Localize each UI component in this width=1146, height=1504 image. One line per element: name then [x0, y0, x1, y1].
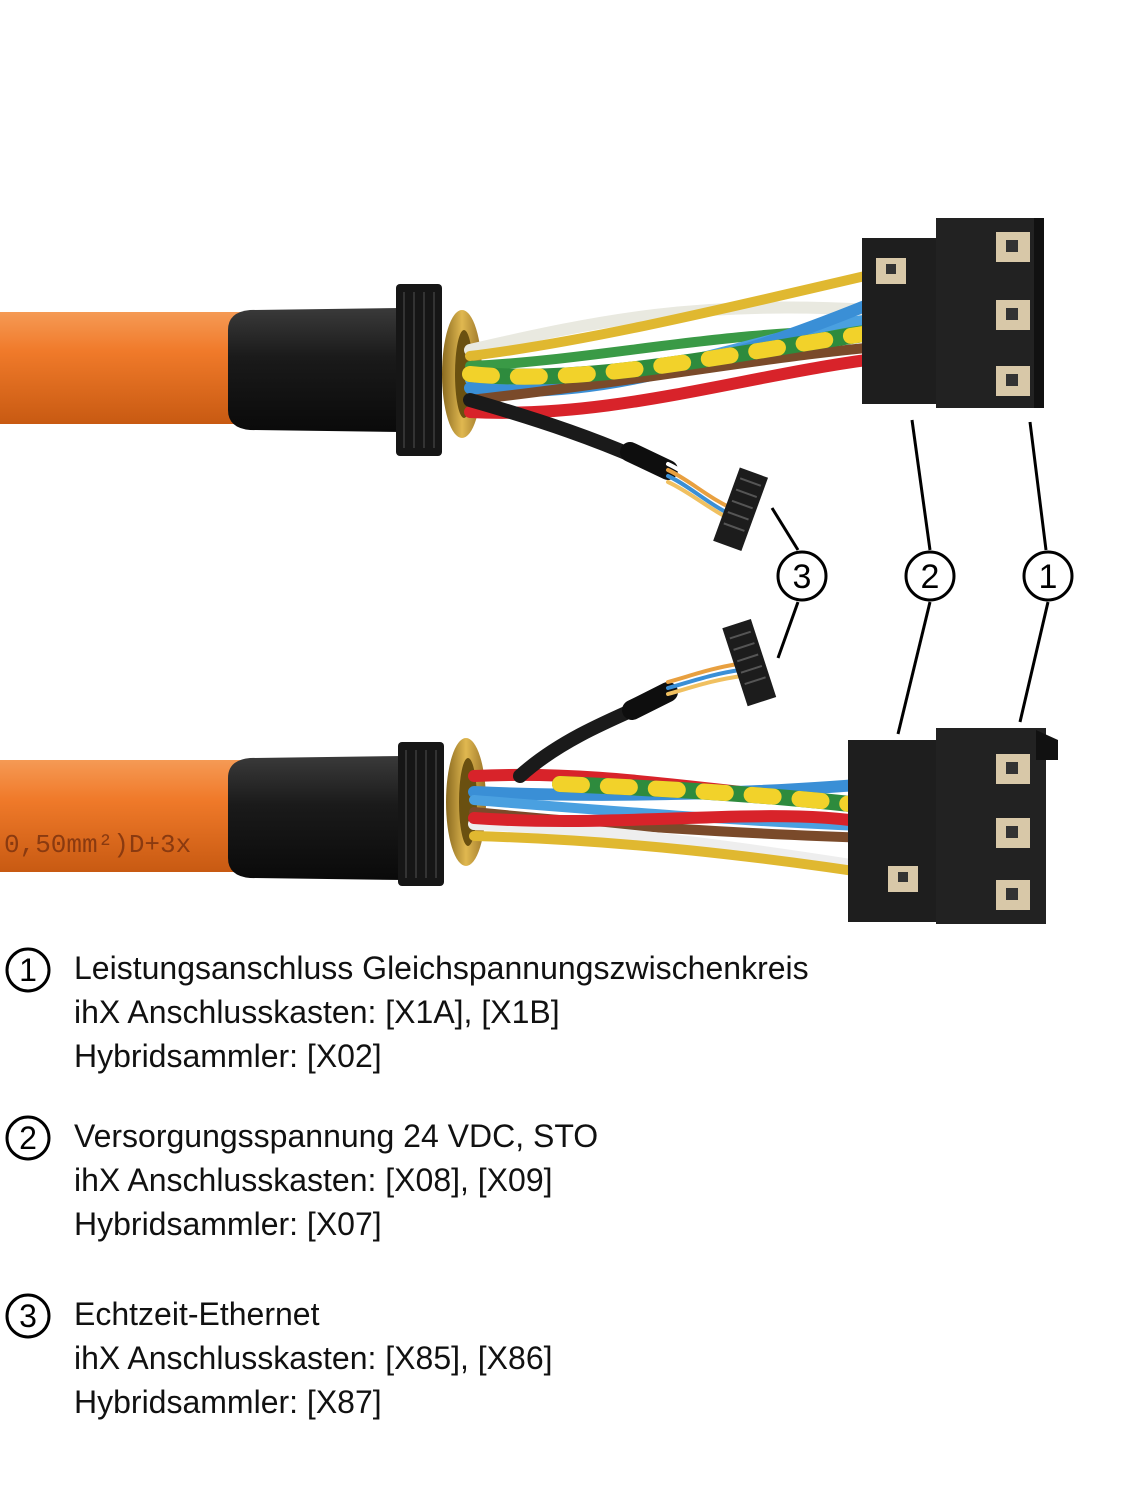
legend-line: Hybridsammler: [X02]	[74, 1038, 382, 1074]
legend-title: Leistungsanschluss Gleichspannungszwisch…	[74, 950, 809, 986]
bottom-orange-cable	[0, 760, 250, 872]
legend-line: Hybridsammler: [X87]	[74, 1384, 382, 1420]
bottom-heatshrink	[228, 756, 404, 880]
svg-text:2: 2	[921, 558, 940, 596]
cable-print-text: 0,50mm²)D+3x	[4, 830, 191, 860]
legend-number-1: 1	[5, 947, 51, 993]
top-heatshrink	[228, 308, 400, 432]
bottom-ethernet-connector	[722, 619, 777, 707]
legend-line: ihX Anschlusskasten: [X08], [X09]	[74, 1162, 553, 1198]
legend-number-2: 2	[5, 1115, 51, 1161]
bottom-cable-assembly: 0,50mm²)D+3x	[0, 619, 1058, 924]
svg-text:2: 2	[19, 1120, 37, 1156]
legend-number-3: 3	[5, 1293, 51, 1339]
legend-line: ihX Anschlusskasten: [X85], [X86]	[74, 1340, 553, 1376]
legend-line: ihX Anschlusskasten: [X1A], [X1B]	[74, 994, 560, 1030]
svg-text:3: 3	[19, 1298, 37, 1334]
legend-title: Versorgungsspannung 24 VDC, STO	[74, 1118, 599, 1154]
legend-line: Hybridsammler: [X07]	[74, 1206, 382, 1242]
top-gland-nut	[396, 284, 442, 456]
top-wire-white	[464, 301, 876, 356]
top-ethernet-connector	[713, 467, 769, 552]
bottom-gland-nut	[398, 742, 444, 886]
top-cable-assembly	[0, 218, 1044, 552]
callout-1: 1	[1022, 550, 1074, 602]
callout-2: 2	[904, 550, 956, 602]
callout-3: 3	[776, 550, 828, 602]
svg-text:1: 1	[19, 952, 37, 988]
bottom-power-connector	[848, 728, 1058, 924]
callout-lines	[770, 419, 1050, 735]
bottom-wire-yellow	[469, 831, 905, 883]
top-wire-yellow	[465, 263, 905, 361]
svg-text:1: 1	[1039, 558, 1058, 596]
svg-text:3: 3	[793, 558, 812, 596]
top-orange-cable	[0, 312, 250, 424]
top-power-connector	[862, 218, 1044, 408]
legend-title: Echtzeit-Ethernet	[74, 1296, 320, 1332]
